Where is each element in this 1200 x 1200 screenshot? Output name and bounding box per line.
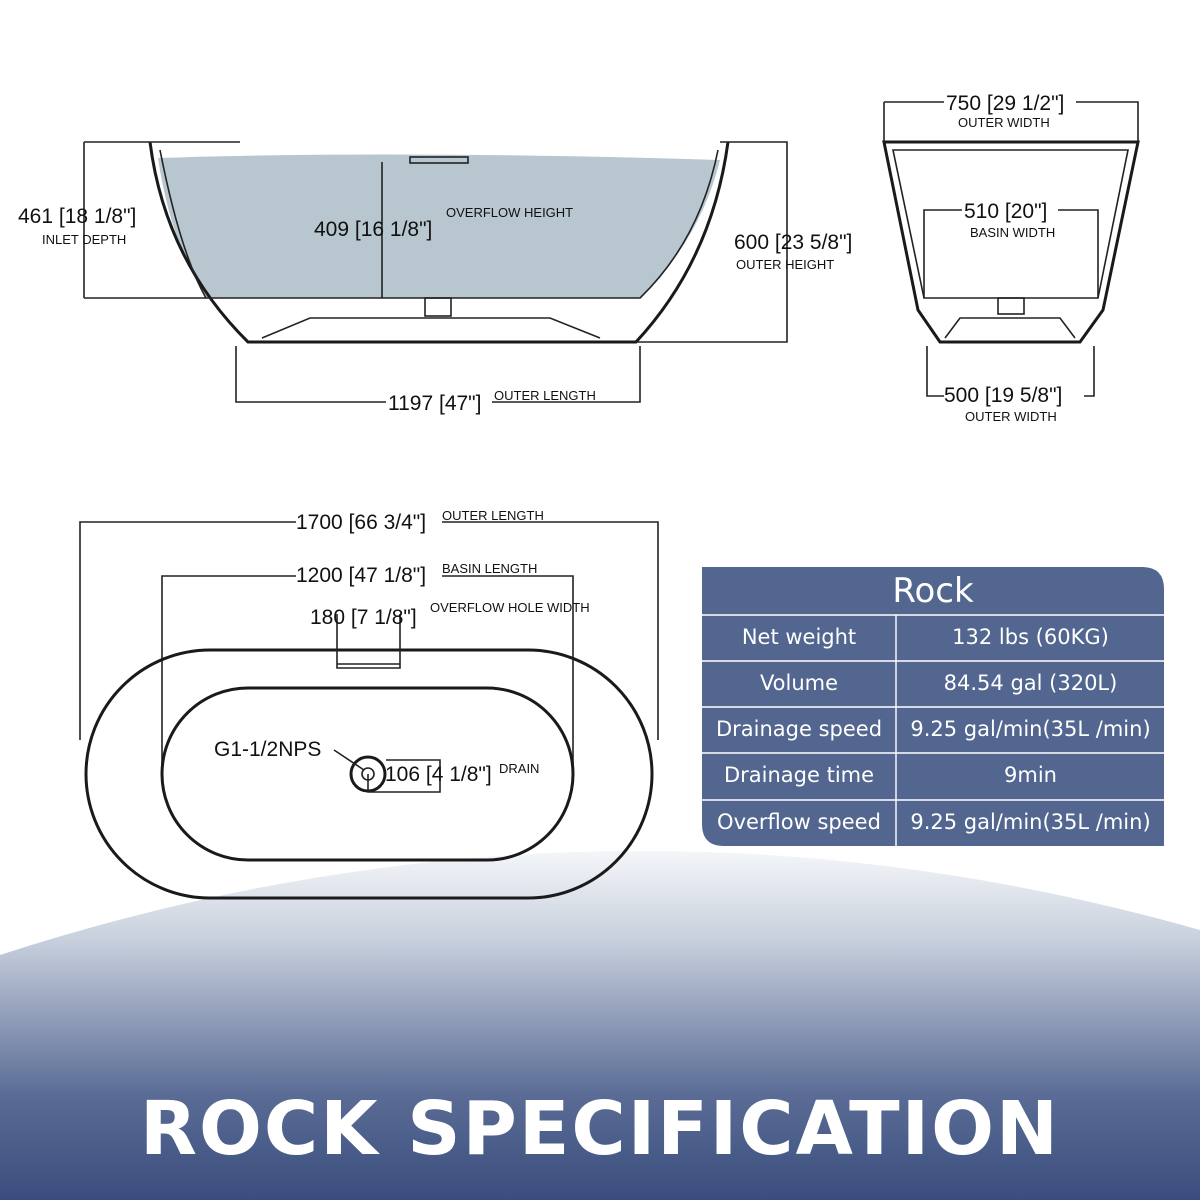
top-outer-length-dimension: [79, 521, 659, 740]
overflow-height-value: 409 [16 1/8"]: [314, 218, 432, 241]
top-outer-length-caption: OUTER LENGTH: [442, 508, 544, 523]
inlet-depth-caption: INLET DEPTH: [42, 232, 126, 247]
drain-diameter-value: 106 [4 1/8"]: [385, 763, 492, 786]
end-view-drawing: [882, 101, 1140, 397]
spec-label: Net weight: [741, 625, 857, 649]
spec-row-net-weight: Net weight 132 lbs (60KG): [702, 615, 1164, 661]
spec-row-volume: Volume 84.54 gal (320L): [702, 661, 1164, 707]
basin-width-caption: BASIN WIDTH: [970, 225, 1055, 240]
end-outer-shell: [882, 140, 1140, 344]
spec-label: Drainage speed: [715, 717, 883, 741]
spec-value: 84.54 gal (320L): [943, 671, 1118, 695]
spec-row-drainage-time: Drainage time 9min: [702, 753, 1164, 799]
spec-value: 9.25 gal/min(35L /min): [910, 717, 1151, 741]
end-inner-shell: [892, 149, 1129, 299]
drain-fitting: [424, 297, 452, 317]
side-outer-length-value: 1197 [47"]: [388, 392, 481, 415]
outer-height-value: 600 [23 5/8"]: [734, 231, 852, 254]
water-fill: [158, 154, 720, 298]
end-outer-width-top-caption: OUTER WIDTH: [958, 115, 1050, 130]
drain-dimension: [367, 759, 441, 793]
footer-band: [0, 850, 1200, 1200]
top-basin-length-dimension: [161, 575, 574, 766]
drain-thread-label: G1-1/2NPS: [214, 738, 321, 761]
spec-label: Overflow speed: [717, 810, 881, 834]
end-outer-width-top-value: 750 [29 1/2"]: [946, 92, 1064, 115]
overflow-height-caption: OVERFLOW HEIGHT: [446, 205, 573, 220]
end-drain-fitting: [997, 297, 1025, 315]
side-outer-length-caption: OUTER LENGTH: [494, 388, 596, 403]
spec-table-background: [702, 567, 1164, 846]
overflow-fitting: [409, 156, 469, 164]
basin-width-dimension: [923, 209, 1099, 298]
outer-height-caption: OUTER HEIGHT: [736, 257, 834, 272]
top-view-drawing: [79, 521, 659, 900]
spec-label: Drainage time: [723, 763, 875, 787]
inlet-depth-dimension: [83, 141, 240, 299]
tub-basin-outline: [160, 686, 575, 862]
spec-label: Volume: [759, 671, 839, 695]
spec-row-overflow-speed: Overflow speed 9.25 gal/min(35L /min): [702, 800, 1164, 846]
drain-leader-line: [333, 749, 365, 771]
spec-table: Rock Net weight 132 lbs (60KG) Volume 84…: [702, 567, 1164, 846]
side-view-drawing: [83, 141, 788, 403]
end-outer-width-bottom-dimension: [926, 346, 1095, 397]
end-foot: [944, 317, 1076, 339]
end-outer-width-bottom-value: 500 [19 5/8"]: [944, 384, 1062, 407]
outer-height-dimension: [636, 141, 788, 343]
basin-width-value: 510 [20"]: [964, 200, 1047, 223]
spec-value: 9.25 gal/min(35L /min): [910, 810, 1151, 834]
top-basin-length-caption: BASIN LENGTH: [442, 561, 537, 576]
drain-caption: DRAIN: [499, 761, 539, 776]
overflow-hole-width-value: 180 [7 1/8"]: [310, 606, 417, 629]
overflow-hole-width-caption: OVERFLOW HOLE WIDTH: [430, 600, 590, 615]
spec-row-drainage-speed: Drainage speed 9.25 gal/min(35L /min): [702, 707, 1164, 753]
tub-inner-shell: [159, 149, 719, 299]
end-outer-width-dimension: [883, 101, 1139, 142]
top-outer-length-value: 1700 [66 3/4"]: [296, 511, 426, 534]
overflow-hole: [336, 614, 401, 669]
side-outer-length-dimension: [235, 346, 641, 403]
top-basin-length-value: 1200 [47 1/8"]: [296, 564, 426, 587]
spec-table-title: Rock: [892, 571, 974, 611]
tub-outer-rim: [84, 648, 654, 900]
tub-outer-shell: [148, 141, 730, 344]
footer-title: ROCK SPECIFICATION: [140, 1086, 1060, 1172]
end-outer-width-bottom-caption: OUTER WIDTH: [965, 409, 1057, 424]
spec-value: 132 lbs (60KG): [952, 625, 1109, 649]
spec-value: 9min: [1004, 763, 1057, 787]
tub-foot: [261, 317, 601, 339]
inlet-depth-value: 461 [18 1/8"]: [18, 205, 136, 228]
